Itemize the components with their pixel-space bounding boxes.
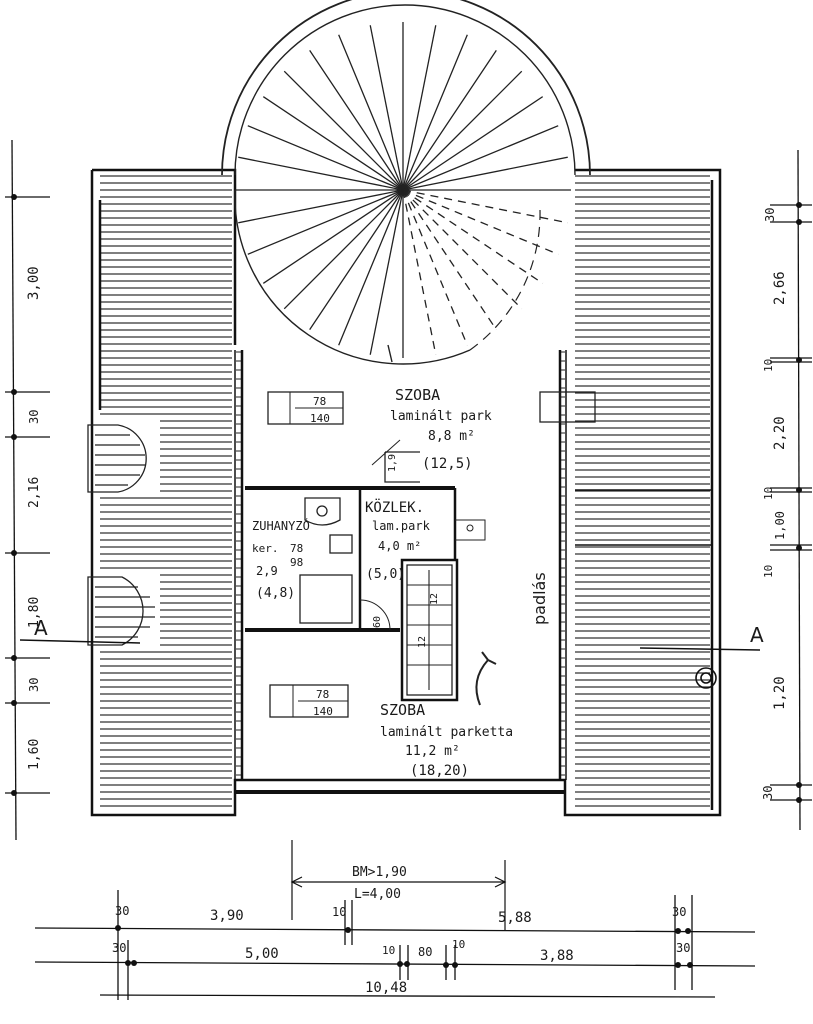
bottom-row2-dim-6: 3,88 — [540, 948, 574, 964]
room-bath-bracket: (4,8) — [256, 586, 295, 601]
room-upper-name: SZOBA — [395, 386, 440, 404]
bottom-row2-dim-1: 30 — [112, 941, 126, 955]
right-dim-3: 10 — [762, 359, 775, 372]
left-dim-6: 1,60 — [27, 739, 42, 770]
roof-window-lower: 78 140 — [269, 684, 349, 718]
room-hall-area: 4,0 m² — [378, 539, 421, 553]
room-lower-floor: laminált parketta — [380, 725, 513, 740]
bottom-row1-dim-1: 30 — [115, 904, 129, 918]
spiral-staircase — [221, 0, 591, 365]
roof-hatching-left — [100, 175, 232, 807]
loft-label: padlás — [530, 572, 549, 625]
stair-direction-arrow — [475, 651, 497, 706]
door-swings — [359, 439, 486, 631]
room-lower-name: SZOBA — [380, 701, 425, 719]
bottom-row2-dim-5: 10 — [452, 938, 465, 951]
dormer-left-upper — [87, 424, 147, 493]
door-note-top: 1,9 — [387, 454, 398, 472]
roof-hatching-right — [575, 175, 710, 807]
window-upper-height: 78 — [313, 395, 326, 408]
right-dim-7: 10 — [762, 565, 775, 578]
stair-mark-2: 12 — [417, 636, 428, 648]
room-lower-area: 11,2 m² — [405, 744, 460, 759]
room-upper-floor: laminált park — [390, 409, 492, 424]
stair-mark-1: 12 — [429, 593, 440, 605]
bath-window-width: 98 — [290, 556, 303, 569]
bathroom-fixtures — [299, 451, 420, 624]
room-hall-bracket: (5,0) — [366, 567, 405, 582]
right-dim-1: 30 — [763, 208, 777, 222]
window-upper-width: 140 — [310, 412, 330, 425]
left-dim-5: 30 — [27, 678, 41, 692]
height-note-line2: L=4,00 — [354, 887, 401, 902]
height-note-line1: BM>1,90 — [352, 865, 407, 880]
window-lower-width: 140 — [313, 705, 333, 718]
room-hall-name: KÖZLEK. — [365, 498, 424, 516]
inner-stair — [407, 570, 452, 690]
section-line — [19, 639, 761, 651]
roof-window-upper: 78 140 — [267, 391, 344, 425]
bottom-dimension-lines — [34, 890, 756, 1000]
bottom-dimension-dots — [115, 925, 693, 968]
outer-walls — [90, 168, 722, 817]
bath-window-height: 78 — [290, 542, 303, 555]
room-bath-area: 2,9 — [256, 564, 278, 578]
right-dim-9: 30 — [761, 786, 775, 800]
bottom-row2-dim-4: 80 — [418, 945, 432, 959]
room-upper-area: 8,8 m² — [428, 429, 475, 444]
roof-window-right — [539, 391, 596, 423]
left-dim-4: 1,80 — [27, 597, 42, 628]
bottom-row2-dim-7: 30 — [676, 941, 690, 955]
window-lower-height: 78 — [316, 688, 329, 701]
bottom-row1-dim-4: 5,88 — [498, 910, 532, 926]
right-dimension-dots — [796, 202, 802, 803]
wall-tick-marks — [236, 351, 565, 776]
bottom-row2-dim-3: 10 — [382, 944, 395, 957]
room-upper-bracket: (12,5) — [422, 456, 473, 472]
total-width: 10,48 — [365, 980, 407, 996]
room-lower-bracket: (18,20) — [410, 763, 469, 779]
left-dimension-dots — [11, 194, 17, 796]
right-dim-5: 10 — [762, 487, 775, 500]
room-bath-label: ZUHANYZÓ ker. 78 98 2,9 (4,8) — [252, 518, 310, 601]
height-note — [290, 840, 507, 930]
bottom-row1-dim-5: 30 — [672, 905, 686, 919]
door-note-bottom: 60 — [372, 616, 383, 628]
right-dim-8: 1,20 — [772, 676, 788, 710]
bottom-row1-dim-2: 3,90 — [210, 908, 244, 924]
room-bath-floor: ker. — [252, 542, 279, 555]
chimney-symbol — [695, 667, 717, 689]
left-dim-3: 2,16 — [27, 477, 42, 508]
right-dimension-chain — [770, 149, 812, 831]
room-bath-name: ZUHANYZÓ — [252, 518, 310, 533]
dormer-left-lower — [87, 576, 155, 646]
room-hall-label: KÖZLEK. lam.park 4,0 m² (5,0) — [365, 498, 431, 582]
right-dim-6: 1,00 — [773, 511, 787, 540]
right-dim-4: 2,20 — [772, 416, 788, 450]
room-hall-floor: lam.park — [372, 519, 431, 533]
section-label-right: A — [750, 623, 764, 647]
bottom-row1-dim-3: 10 — [332, 905, 346, 919]
right-dim-2: 2,66 — [772, 271, 788, 305]
bottom-row2-dim-2: 5,00 — [245, 946, 279, 962]
left-dim-1: 3,00 — [26, 266, 42, 300]
room-lower-label: SZOBA laminált parketta 11,2 m² (18,20) — [380, 701, 513, 779]
room-upper-label: SZOBA laminált park 8,8 m² (12,5) — [390, 386, 492, 472]
left-dim-2: 30 — [27, 410, 41, 424]
section-label-left: A — [34, 616, 48, 640]
